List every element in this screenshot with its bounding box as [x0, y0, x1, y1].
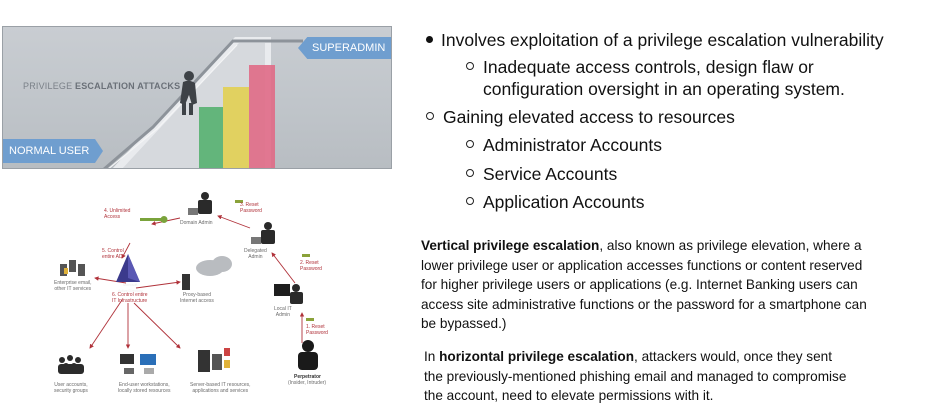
key-icon-step1: [306, 318, 314, 321]
perpetrator-person-icon: [298, 340, 318, 370]
key-icon-step2: [302, 254, 310, 257]
vertical-escalation-paragraph: Vertical privilege escalation, also know…: [421, 238, 867, 331]
horizontal-escalation-paragraph: In horizontal privilege escalation, atta…: [424, 349, 847, 403]
domain-admin-label: Domain Admin: [180, 220, 213, 226]
enterprise-email-label: Enterprise email,other IT services: [54, 280, 92, 292]
sub-bullet-item: Inadequate access controls, design flaw …: [466, 53, 814, 81]
sub-bullet-item: Administrator Accounts: [466, 131, 662, 159]
horizontal-term: horizontal privilege escalation: [439, 349, 635, 364]
key-icon: [140, 216, 168, 223]
climbing-person-icon: [180, 71, 197, 115]
superadmin-tag: SUPERADMIN: [298, 37, 391, 59]
bullet-dot-icon: [426, 36, 433, 43]
active-directory-icon: [116, 254, 140, 282]
local-admin-person-icon: [274, 284, 303, 304]
bullet-ring-icon: [426, 112, 434, 120]
user-group-icon: [58, 355, 84, 374]
bullet-item: Gaining elevated access to resources: [426, 103, 735, 131]
bar-yellow: [223, 87, 249, 168]
workstations-label: End-user workstations,locally stored res…: [118, 382, 171, 394]
illustration-title: PRIVILEGE ESCALATION ATTACKS: [23, 81, 181, 91]
server-rack-icon: [198, 348, 230, 372]
cloud-icon: [196, 256, 232, 276]
email-servers-icon: [60, 260, 85, 276]
delegated-admin-person-icon: [251, 222, 275, 244]
sub-bullet-continuation: configuration oversight in an operating …: [483, 79, 845, 99]
key-icon-step3: [235, 200, 243, 203]
bullet-ring-icon: [466, 62, 474, 70]
diagram-graphic: [58, 192, 318, 374]
workstation-icon: [120, 354, 156, 374]
sub-bullet-item: Application Accounts: [466, 188, 645, 216]
normal-user-tag: NORMAL USER: [3, 139, 103, 163]
bullet-ring-icon: [466, 169, 474, 177]
bullet-ring-icon: [466, 197, 474, 205]
user-accounts-label: User accounts,security groups: [54, 382, 88, 394]
bullet-ring-icon: [466, 140, 474, 148]
proxy-server-icon: [182, 274, 190, 290]
perpetrator-sub-label: (Insider, Intruder): [288, 380, 327, 386]
bar-pink: [249, 65, 275, 168]
perpetrator-label: Perpetrator: [294, 374, 321, 380]
escalator-graphic: [103, 37, 303, 168]
sub-bullet-item: Service Accounts: [466, 160, 617, 188]
vertical-term: Vertical privilege escalation: [421, 238, 600, 253]
servers-label: Server-based IT resources,applications a…: [190, 382, 251, 394]
bar-green: [199, 107, 223, 168]
bullet-item: Involves exploitation of a privilege esc…: [426, 26, 884, 54]
privilege-escalation-illustration: PRIVILEGE ESCALATION ATTACKS NORMAL USER…: [2, 26, 392, 169]
domain-admin-person-icon: [188, 192, 212, 215]
